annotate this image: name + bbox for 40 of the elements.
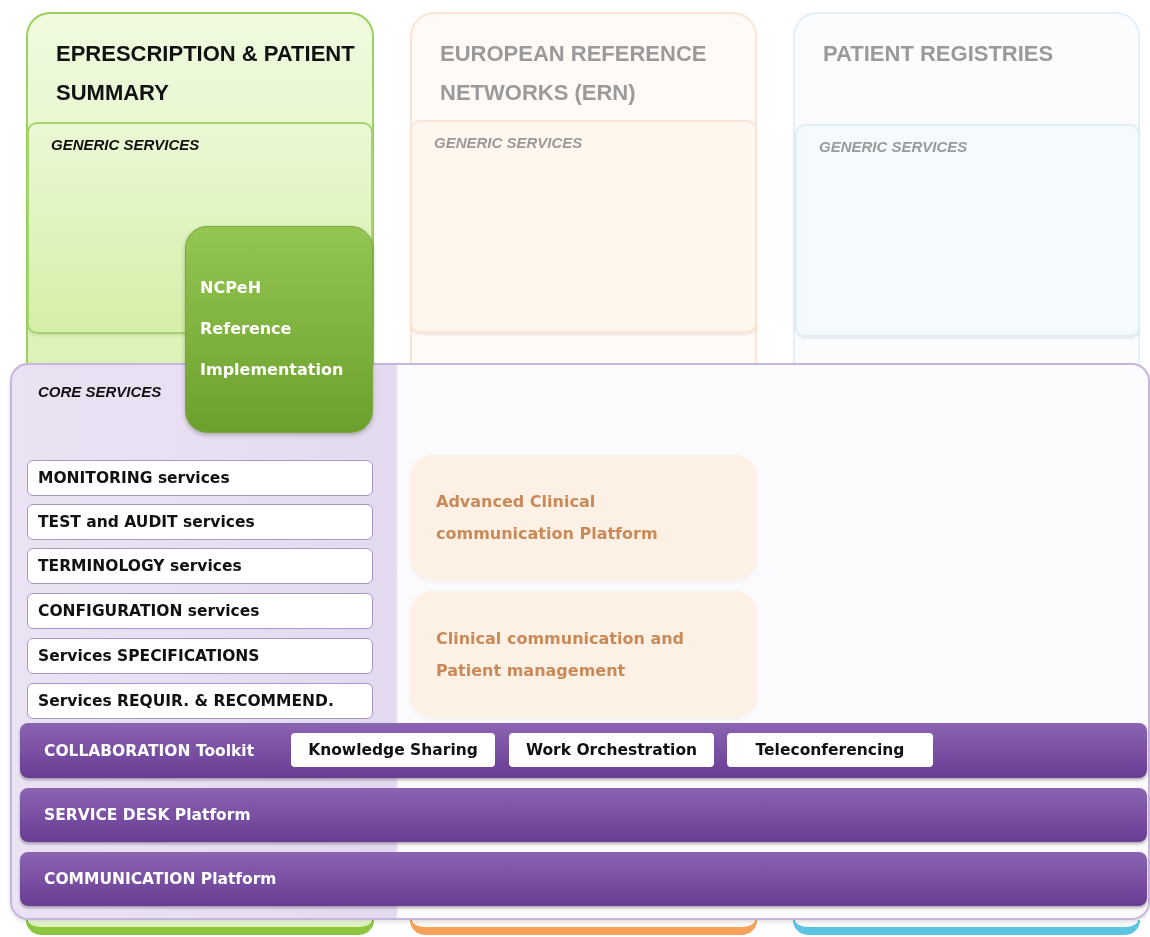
toolkit-item-box [727,733,933,767]
platform-label: Clinical communication and Patient management [436,627,685,682]
panel-heading: CORE SERVICES [38,383,163,400]
service-box [27,593,373,629]
bar-label: COLLABORATION Toolkit [44,741,255,760]
column-heading: PATIENT REGISTRIES [823,40,1055,68]
toolkit-item-box [509,733,714,767]
service-label: Services SPECIFICATIONS [38,647,260,665]
service-label: CONFIGURATION services [38,602,260,620]
platform-label: Advanced Clinical communication Platform [436,490,659,545]
panel-heading: GENERIC SERVICES [51,136,201,153]
generic-services-panel [410,120,757,333]
service-label: Services REQUIR. & RECOMMEND. [38,692,334,710]
service-label: TERMINOLOGY services [38,557,242,575]
toolkit-item-box [291,733,495,767]
column-panel [410,12,757,363]
platform-bar [20,788,1147,842]
platform-bar [20,723,1147,778]
toolkit-item-label: Teleconferencing [755,741,905,759]
platform-bar [20,852,1147,906]
bar-label: SERVICE DESK Platform [44,806,251,824]
implementation-label: NCPeH Reference Implementation [200,277,344,381]
service-label: MONITORING services [38,469,230,487]
panel-heading: GENERIC SERVICES [434,134,584,151]
service-box [27,460,373,496]
toolkit-item-label: Work Orchestration [525,741,698,759]
service-box [27,548,373,584]
column-panel [793,12,1140,363]
core-services-panel [10,363,1150,920]
generic-services-panel [795,124,1140,337]
service-box [27,638,373,674]
service-box [27,683,373,719]
service-label: TEST and AUDIT services [38,513,255,531]
column-heading: EPRESCRIPTION & PATIENT SUMMARY [56,40,356,107]
bar-label: COMMUNICATION Platform [44,870,277,888]
implementation-box [185,226,373,433]
panel-heading: GENERIC SERVICES [819,138,969,155]
toolkit-item-label: Knowledge Sharing [308,741,478,759]
service-box [27,504,373,540]
column-heading: EUROPEAN REFERENCE NETWORKS (ERN) [440,40,708,107]
